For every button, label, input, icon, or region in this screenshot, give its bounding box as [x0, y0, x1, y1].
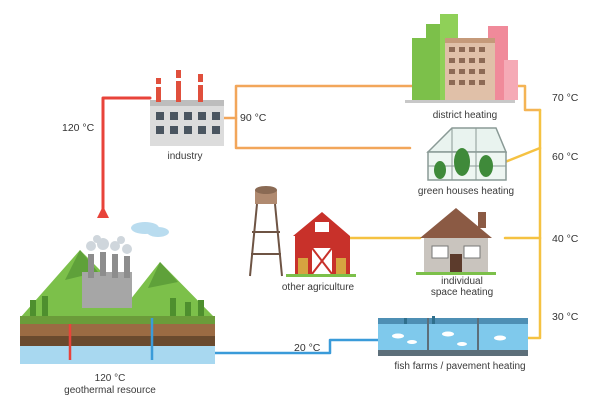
individual-label-line2: space heating	[430, 287, 494, 298]
temp-after-industry-label: 90 °C	[240, 112, 267, 124]
geothermal-plant-icon	[20, 222, 215, 364]
pipe-hot-to-industry	[101, 96, 152, 214]
temp-return-label: 20 °C	[294, 342, 321, 354]
district-heating-label: district heating	[432, 110, 498, 121]
temp-to-industry-label: 120 °C	[62, 122, 95, 134]
geothermal-label-line1: 120 °C	[94, 373, 126, 384]
pipe-greenhouse-right	[503, 146, 542, 164]
pipe-fish-to-return	[188, 338, 380, 355]
arrow-up-icon	[97, 206, 109, 218]
district-buildings-icon	[405, 14, 518, 103]
temp-after-district-label: 70 °C	[552, 92, 579, 104]
temp-after-greenhouse-label: 60 °C	[552, 151, 579, 163]
pipe-industry-to-greenhouse	[234, 116, 412, 150]
temp-after-agri-label: 30 °C	[552, 311, 579, 323]
greenhouse-icon	[426, 127, 508, 181]
geothermal-label-line2: geothermal resource	[64, 385, 156, 396]
pipe-industry-to-district	[222, 84, 422, 120]
pipe-right-main	[526, 108, 542, 340]
fish-farm-icon	[378, 316, 528, 356]
industry-label: industry	[167, 151, 203, 162]
industry-icon	[150, 70, 224, 146]
green-houses-label: green houses heating	[417, 186, 515, 197]
temp-after-space-label: 40 °C	[552, 233, 579, 245]
barn-icon	[249, 186, 356, 277]
house-icon	[416, 208, 496, 275]
individual-label-line1: individual	[441, 276, 483, 287]
other-agriculture-label: other agriculture	[281, 282, 355, 293]
fish-farms-label: fish farms / pavement heating	[394, 361, 526, 372]
